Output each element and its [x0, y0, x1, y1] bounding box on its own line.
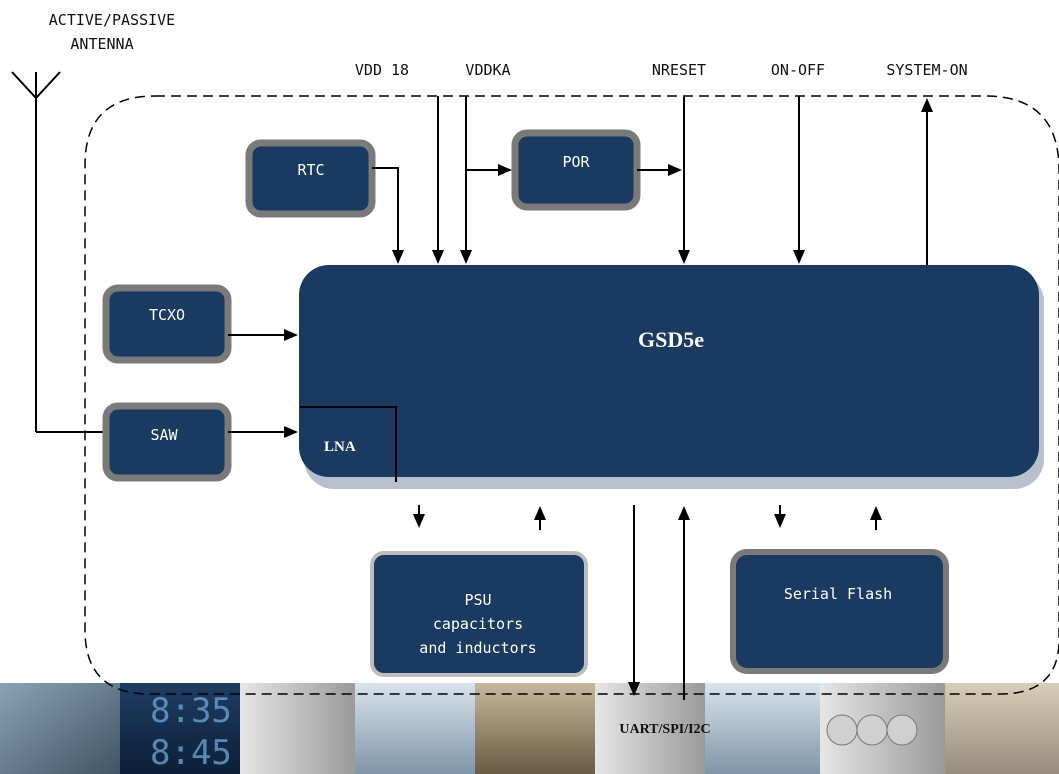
antenna-icon: [12, 72, 108, 432]
signal-vddka: VDDKA: [465, 61, 510, 79]
serial-flash-block: Serial Flash: [733, 552, 946, 671]
antenna-label-line1: ACTIVE/PASSIVE: [49, 11, 175, 29]
gsd5e-label: GSD5e: [638, 327, 704, 352]
psu-label-line1: PSU: [464, 591, 491, 609]
rtc-block: RTC: [249, 143, 372, 214]
tcxo-block: TCXO: [106, 288, 228, 360]
psu-label-line3: and inductors: [419, 639, 536, 657]
psu-label-line2: capacitors: [433, 615, 523, 633]
svg-text:8:45: 8:45: [150, 733, 232, 773]
serial-flash-label: Serial Flash: [784, 585, 892, 603]
interface-label: UART/SPI/I2C: [619, 722, 710, 737]
saw-block: SAW: [106, 406, 228, 478]
signal-nreset: NRESET: [652, 61, 706, 79]
por-block: POR: [515, 133, 637, 207]
svg-text:8:35: 8:35: [150, 691, 232, 731]
tcxo-label: TCXO: [149, 306, 185, 324]
signal-systemon: SYSTEM-ON: [886, 61, 967, 79]
lna-label: LNA: [324, 439, 356, 455]
saw-label: SAW: [150, 426, 178, 444]
por-label: POR: [562, 153, 590, 171]
signal-vdd18: VDD 18: [355, 61, 409, 79]
antenna-label-line2: ANTENNA: [70, 35, 133, 53]
psu-block: PSU capacitors and inductors: [372, 553, 586, 675]
signal-onoff: ON-OFF: [771, 61, 825, 79]
photo-strip: 8:35 8:45: [0, 683, 1059, 774]
rtc-label: RTC: [297, 161, 324, 179]
gsd5e-block: GSD5e: [299, 265, 1044, 489]
